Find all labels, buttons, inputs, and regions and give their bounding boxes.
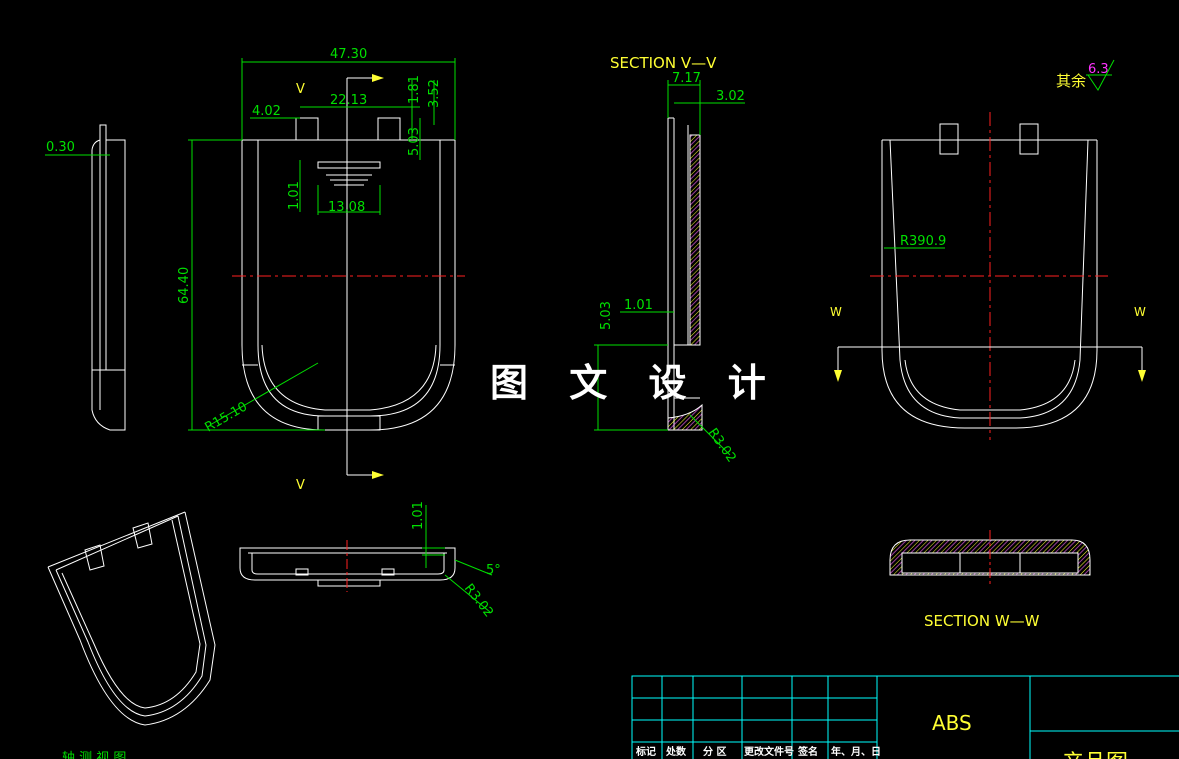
dim-vv-width: 7.17 <box>672 71 701 86</box>
roughness-symbol <box>1086 59 1115 91</box>
roughness-prefix: 其余 <box>1056 72 1086 90</box>
dim-wall-offset: 0.30 <box>46 140 75 155</box>
dim-bottom-height: 1.01 <box>411 501 426 530</box>
dim-hook-offset: 4.02 <box>252 104 281 119</box>
dim-slot-depth: 5.03 <box>407 127 422 156</box>
tb-header-mark: 标记 <box>635 745 656 758</box>
section-vv-wall-hatch <box>689 134 701 346</box>
dim-ww-radius: R390.9 <box>900 234 946 249</box>
section-vv-corner-hatch <box>667 403 703 431</box>
dim-vv-wall: 3.02 <box>716 89 745 104</box>
cut-label-w-right: W <box>1134 305 1146 319</box>
cut-label-v-top: V <box>296 82 305 97</box>
roughness-value: 6.3 <box>1088 62 1109 77</box>
bottom-view-dimensions <box>422 505 493 613</box>
section-arrows-w <box>834 370 1146 382</box>
dim-vv-step: 1.01 <box>624 298 653 313</box>
dim-slot-height: 1.01 <box>287 181 302 210</box>
dim-bottom-radius: R3.02 <box>461 581 496 620</box>
title-block-grid <box>631 675 1179 759</box>
section-vv-title: SECTION V—V <box>610 54 717 72</box>
section-ww-title: SECTION W—W <box>924 612 1040 630</box>
dim-overall-height: 64.40 <box>177 267 192 304</box>
cut-label-v-bottom: V <box>296 478 305 493</box>
tb-material: ABS <box>932 711 972 735</box>
dim-vv-height: 5.03 <box>599 301 614 330</box>
cut-label-w-left: W <box>830 305 842 319</box>
dim-hook-width: 22.13 <box>330 93 367 108</box>
tb-drawing-name: 产品图 <box>1062 751 1128 759</box>
iso-view-label: 轴 测 视 图 <box>62 751 126 759</box>
section-line-w <box>837 346 1143 372</box>
front-view-section-line <box>346 77 372 476</box>
dim-hook-depth: 1.81 <box>407 75 422 104</box>
dim-overall-width: 47.30 <box>330 47 367 62</box>
isometric-view <box>47 511 216 726</box>
tb-header-count: 处数 <box>665 745 687 758</box>
section-arrows-v <box>372 74 384 479</box>
watermark: 图 文 设 计 <box>490 360 780 405</box>
rear-view-centerlines <box>870 112 1108 440</box>
tb-header-zone: 分 区 <box>703 745 726 758</box>
tb-header-change-doc: 更改文件号 <box>744 745 794 758</box>
tb-header-date: 年、月、日 <box>831 745 881 758</box>
dim-bottom-angle: 5° <box>486 563 501 578</box>
dim-slot-width: 13.08 <box>328 200 365 215</box>
tb-header-signature: 签名 <box>797 745 818 758</box>
side-view <box>91 124 126 431</box>
front-view <box>241 117 456 431</box>
dim-vv-radius: R3.02 <box>705 426 739 466</box>
section-vv-view <box>667 117 700 430</box>
front-view-dimensions <box>188 58 456 431</box>
dim-hook-height: 3.52 <box>427 79 442 108</box>
section-vv-dimensions <box>594 80 745 456</box>
